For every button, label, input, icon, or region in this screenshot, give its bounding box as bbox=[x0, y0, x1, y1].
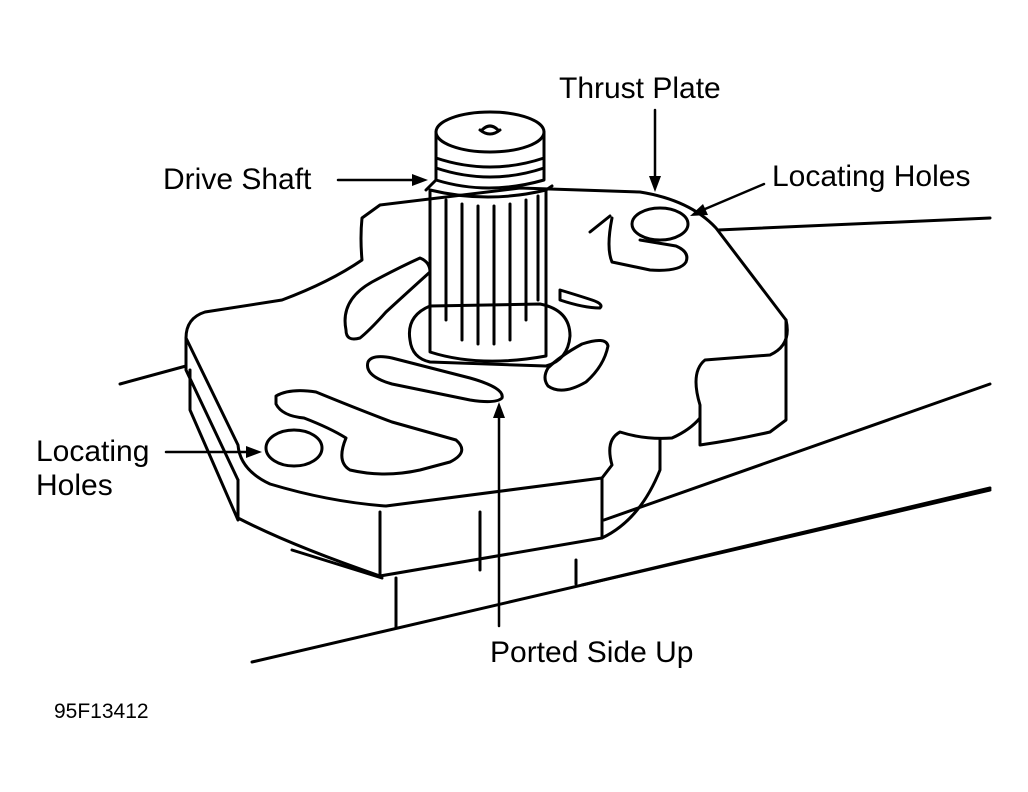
label-drive-shaft: Drive Shaft bbox=[163, 163, 312, 196]
locating-hole-right bbox=[630, 206, 690, 242]
pump-housing bbox=[118, 216, 992, 664]
label-locating-holes-right: Locating Holes bbox=[772, 160, 971, 193]
ported-slots bbox=[274, 214, 689, 476]
center-bore bbox=[407, 302, 572, 368]
figure-id: 95F13412 bbox=[54, 700, 149, 723]
locating-holes-right-leader bbox=[696, 182, 766, 214]
thrust-plate-body bbox=[184, 186, 789, 578]
drive-shaft bbox=[424, 110, 554, 363]
leader-arrows bbox=[164, 108, 766, 628]
label-locating-holes-left-line1: Locating bbox=[36, 435, 150, 468]
label-locating-holes-left-line2: Holes bbox=[36, 469, 113, 502]
locating-holes bbox=[264, 206, 690, 468]
label-thrust-plate: Thrust Plate bbox=[559, 72, 721, 105]
locating-hole-left bbox=[264, 428, 324, 468]
label-ported-side-up: Ported Side Up bbox=[490, 636, 694, 669]
